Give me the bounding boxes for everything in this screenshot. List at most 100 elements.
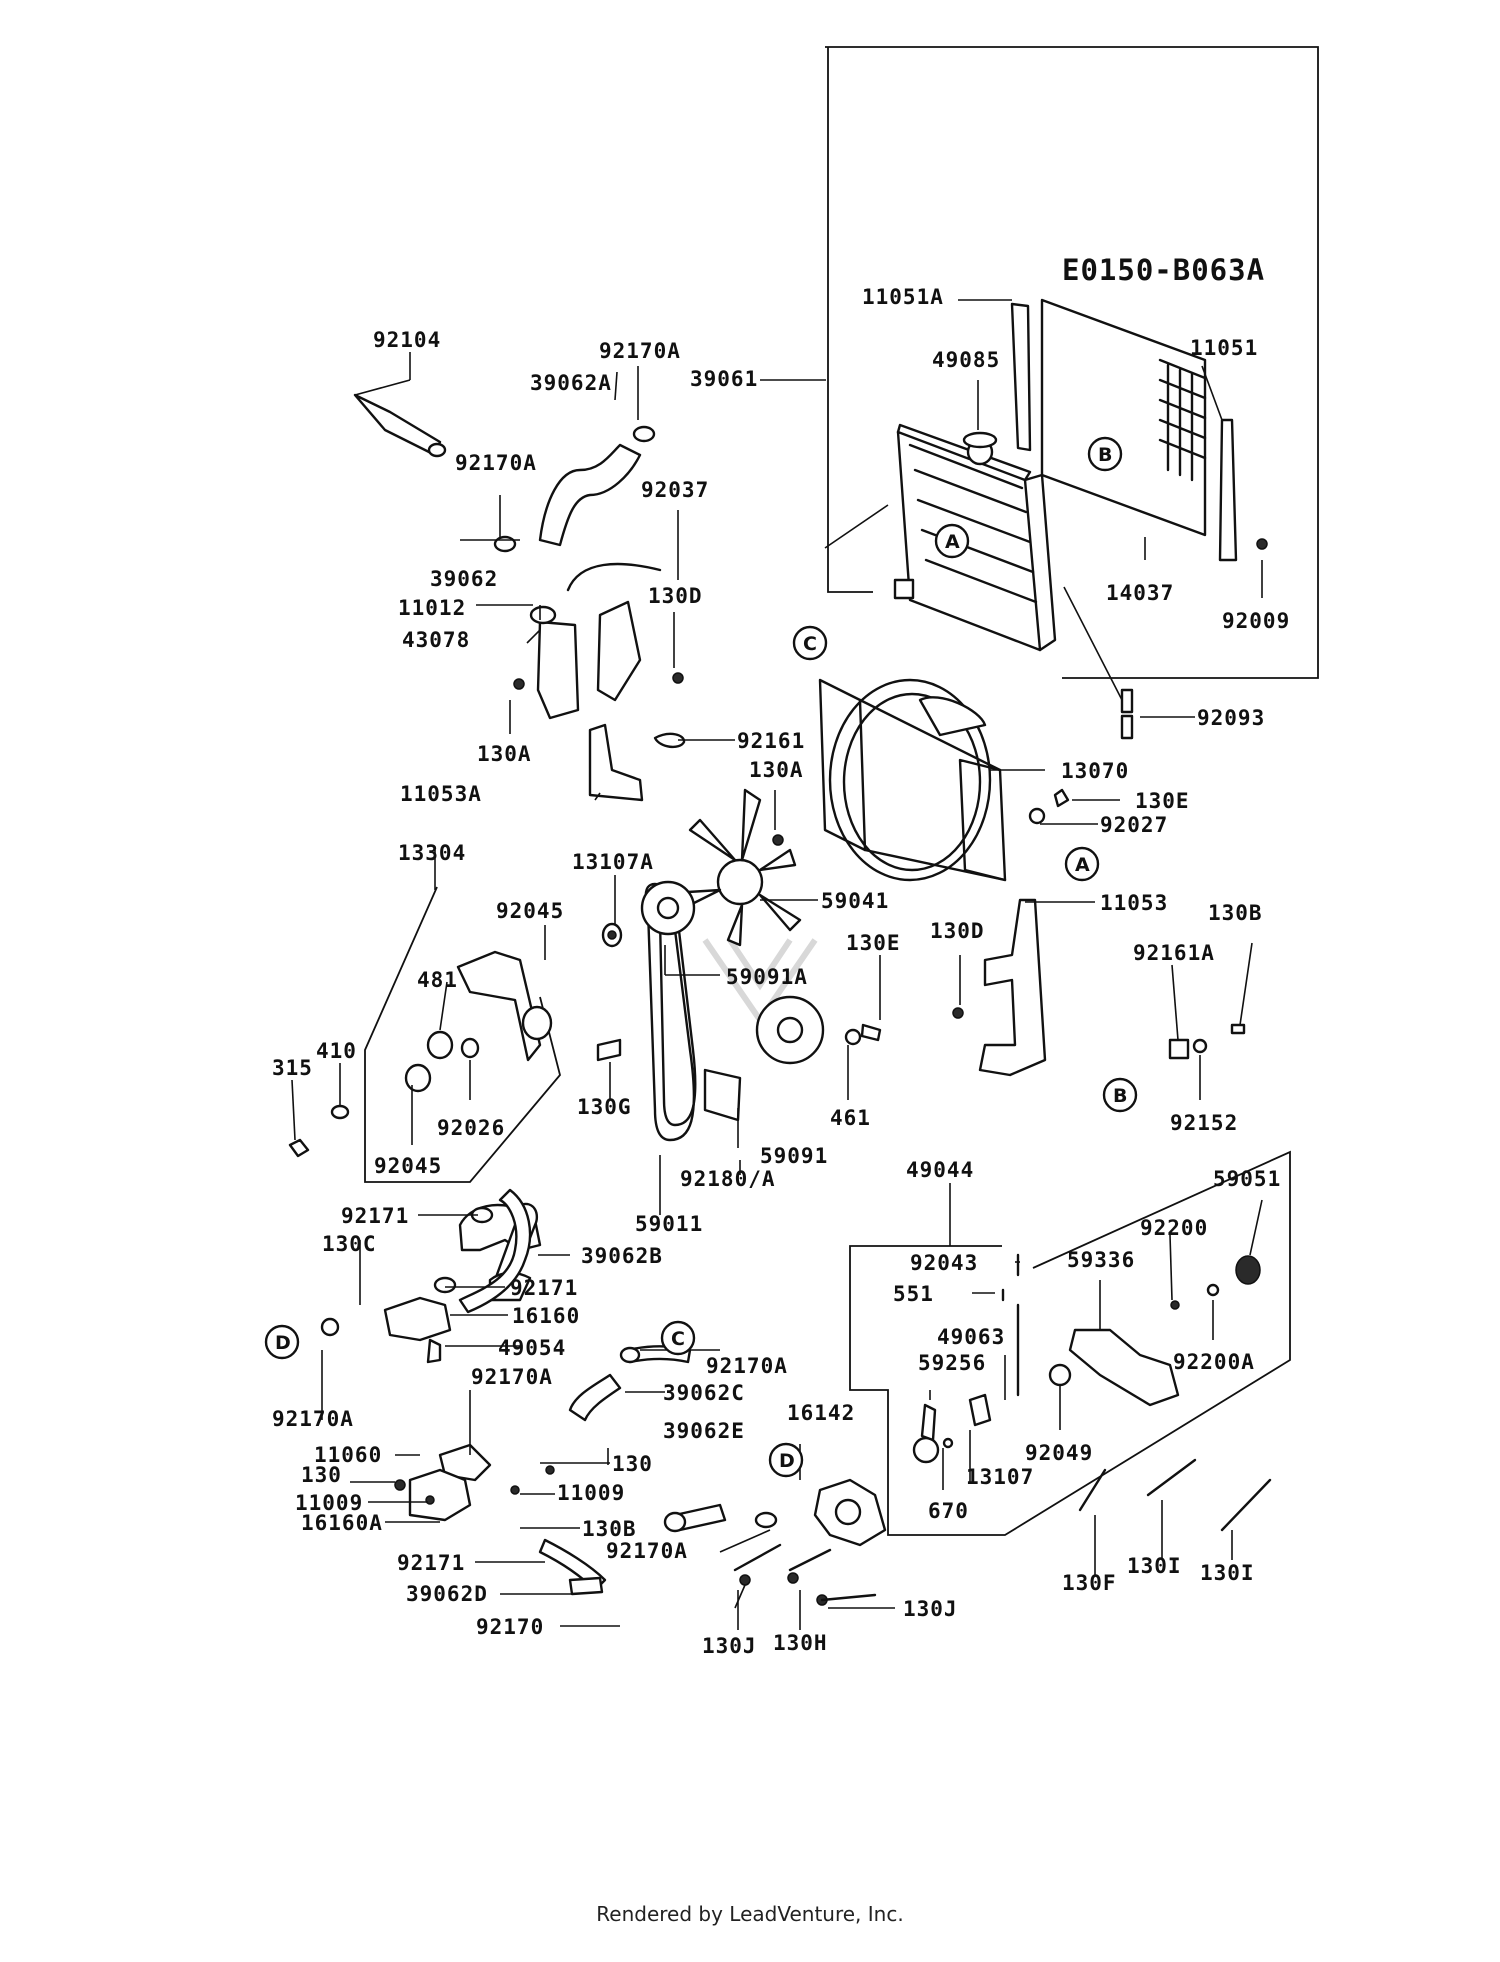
part-label: 92161A [1133,941,1215,965]
part-label: 92170A [455,451,537,475]
part-label: 130A [749,758,804,782]
callout-c-label: C [803,633,817,655]
part-label: 130A [477,742,532,766]
part-label: 59011 [635,1212,703,1236]
part-label: 11053 [1100,891,1168,915]
part-label: 59051 [1213,1167,1281,1191]
part-label: 39062 [430,567,498,591]
idler-assembly [288,886,623,1183]
callout-a-2 [1064,846,1100,882]
bracket-11053 [952,898,1246,1077]
part-label: 13070 [1061,759,1129,783]
part-label: 92049 [1025,1441,1093,1465]
water-pump [733,1436,940,1606]
part-label: 39062C [663,1381,745,1405]
reservoir-tank-group [513,562,686,802]
part-label: 16160A [301,1511,383,1535]
part-label: 92104 [373,328,441,352]
part-label: 92171 [397,1551,465,1575]
thermostat-housing-group [320,1202,607,1596]
part-label: 92045 [496,899,564,923]
part-label: 315 [272,1056,313,1080]
part-label: 130J [702,1634,757,1658]
part-label: 49063 [937,1325,1005,1349]
callout-b-label: B [1098,444,1112,466]
callout-d [264,1324,300,1360]
part-label: 130C [322,1232,377,1256]
part-label: 92093 [1197,706,1265,730]
part-label: 11051A [862,285,944,309]
part-label: 130I [1127,1554,1182,1578]
part-label: 92170A [599,339,681,363]
footer-credit: Rendered by LeadVenture, Inc. [596,1902,904,1926]
part-label: 92043 [910,1251,978,1275]
part-label: 92026 [437,1116,505,1140]
part-label: 130 [301,1463,342,1487]
part-label: 92200A [1173,1350,1255,1374]
part-label: 39062B [581,1244,663,1268]
part-label: 59091A [726,965,808,989]
fan-pulley [703,995,882,1122]
callout-circles: B A C A B D C D [264,436,1138,1478]
radiator-group [824,46,1319,740]
part-label: 92170A [706,1354,788,1378]
part-label: 92037 [641,478,709,502]
part-label: 39062A [530,371,612,395]
part-label: 461 [830,1106,871,1130]
part-label: 11060 [314,1443,382,1467]
part-label: 59041 [821,889,889,913]
part-label: 49054 [498,1336,566,1360]
leader-lines [291,299,1263,1630]
part-label: 481 [417,968,458,992]
part-label: 130I [1200,1561,1255,1585]
part-label: 11051 [1190,336,1258,360]
part-label: 14037 [1106,581,1174,605]
part-label: 11012 [398,596,466,620]
callout-c-2 [660,1320,696,1356]
callout-c [792,625,828,661]
callout-b [1087,436,1123,472]
part-label: 92161 [737,729,805,753]
part-label: 92027 [1100,813,1168,837]
callout-b-2 [1102,1077,1138,1113]
oil-pump-group [849,1150,1291,1536]
part-label: 92171 [341,1204,409,1228]
part-label: 130E [846,931,901,955]
callout-a-2-label: A [1075,854,1090,876]
part-label: 49085 [932,348,1000,372]
part-label: 130H [773,1631,828,1655]
callout-d-2 [768,1442,804,1478]
sealant-tube [353,393,447,458]
cooling-fan [686,788,802,947]
part-label: 130D [930,919,985,943]
part-label: 130 [612,1452,653,1476]
part-label: 59256 [918,1351,986,1375]
part-label: 130F [1062,1571,1117,1595]
part-label: 670 [928,1499,969,1523]
diagram-code: E0150-B063A [1062,253,1265,287]
part-label: 92200 [1140,1216,1208,1240]
part-label: 92170A [272,1407,354,1431]
callout-a [934,523,970,559]
callout-d-label: D [275,1332,291,1354]
part-label: 59091 [760,1144,828,1168]
part-label: 130E [1135,789,1190,813]
part-label: 92170 [476,1615,544,1639]
part-label: 39061 [690,367,758,391]
hose-39062a [493,425,656,553]
part-label: 13107 [966,1465,1034,1489]
part-label: 410 [316,1039,357,1063]
part-label: 130G [577,1095,632,1119]
part-label: 92152 [1170,1111,1238,1135]
hose-39062b [433,1188,532,1314]
part-label: 130B [582,1517,637,1541]
part-label: 49044 [906,1158,974,1182]
part-labels: 92104 92170A 39062A 39061 11051A 49085 1… [272,285,1289,1658]
callout-a-label: A [945,531,960,553]
part-label: 551 [893,1282,934,1306]
part-label: 130J [903,1597,958,1621]
part-label: 59336 [1067,1248,1135,1272]
part-label: 11009 [295,1491,363,1515]
fan-belt [640,880,697,1142]
